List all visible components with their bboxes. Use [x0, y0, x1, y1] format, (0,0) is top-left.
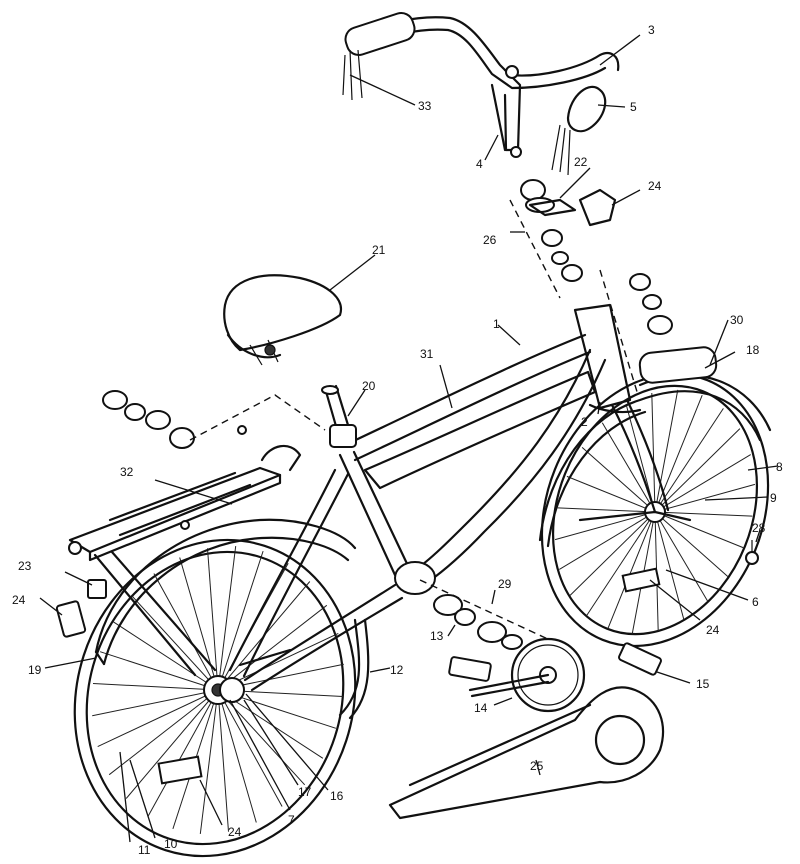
callout-18: 18: [746, 343, 760, 357]
front-reflector-plate: [578, 188, 617, 227]
rear-wheel-spoke: [217, 550, 264, 691]
front-wheel-spoke: [654, 511, 709, 602]
bicycle-frame: [228, 303, 692, 692]
rear-wheel-spoke: [217, 689, 229, 832]
callout-29: 29: [498, 577, 512, 591]
rear-fender: [94, 518, 357, 666]
callout-15: 15: [696, 677, 710, 691]
front-wheel-spoke: [654, 428, 741, 513]
front-wheel-spoke: [586, 511, 656, 616]
callout-8: 8: [776, 460, 783, 474]
handlebar-accessory: [551, 85, 607, 176]
front-wheel-spoke: [601, 422, 656, 513]
front-wheel-spoke: [557, 507, 656, 513]
callout-14: 14: [474, 701, 488, 715]
pedals: [448, 642, 662, 682]
bottom-bracket-parts: [419, 579, 551, 650]
rear-wheel-spoke: [153, 573, 219, 691]
callout-10: 10: [164, 837, 178, 851]
rear-wheel-spoke: [99, 651, 219, 691]
rear-wheel-spoke: [217, 546, 237, 691]
callout-9: 9: [770, 491, 777, 505]
front-wheel-spoke: [559, 511, 656, 570]
callout-20: 20: [362, 379, 376, 393]
front-wheel-spoke: [607, 511, 656, 629]
callout-6: 6: [752, 595, 759, 609]
handlebar-stem: [490, 65, 522, 158]
callout-4: 4: [476, 157, 483, 171]
callout-24-right: 24: [706, 623, 720, 637]
callout-11: 11: [138, 843, 151, 857]
callout-25: 25: [530, 759, 544, 773]
callout-23: 23: [18, 559, 32, 573]
rear-wheel-spoke: [179, 557, 219, 691]
callout-22: 22: [574, 155, 588, 169]
fork-bearing-parts: [599, 269, 673, 396]
callout-30: 30: [730, 313, 744, 327]
rear-wheel-spoke: [112, 621, 219, 691]
chainring-crank: [468, 637, 586, 713]
callout-labels: 33 3 5 4 22 24 26 21 1 30 18 31 20 2 8 9…: [12, 23, 783, 857]
callout-16: 16: [330, 789, 344, 803]
callout-31: 31: [420, 347, 434, 361]
front-wheel-spoke: [654, 511, 729, 577]
rear-wheel-spoke: [217, 689, 283, 807]
callout-12: 12: [390, 663, 404, 677]
kickstand: [338, 618, 370, 720]
rear-wheel-spoke: [130, 594, 219, 691]
front-wheel-spoke: [654, 511, 685, 620]
callout-3: 3: [648, 23, 655, 37]
front-wheel-spoke: [654, 389, 679, 513]
callout-24-bottom: 24: [228, 825, 242, 839]
front-wheel-spoke: [654, 511, 744, 549]
front-wheel-spoke: [654, 511, 753, 517]
handlebar: [342, 11, 620, 101]
front-wheel-spoke: [651, 392, 656, 513]
rear-wheel-spoke: [125, 689, 219, 799]
rear-sprocket: [219, 648, 292, 703]
rear-wheel-spoke: [147, 689, 219, 818]
rear-wheel-spoke: [97, 689, 219, 748]
front-wheel: [540, 372, 770, 648]
front-wheel-spoke: [654, 408, 724, 513]
front-wheel-spoke: [569, 511, 656, 596]
rear-rack: [68, 444, 302, 677]
callout-5: 5: [630, 100, 637, 114]
callout-33: 33: [418, 99, 432, 113]
rear-wheel-spoke: [92, 689, 219, 717]
rear-wheel-spoke: [108, 689, 219, 776]
rear-wheel-spoke: [217, 604, 328, 691]
callout-17: 17: [298, 785, 312, 799]
callout-32: 32: [120, 465, 134, 479]
rear-wheel-spoke: [217, 689, 257, 823]
callout-26: 26: [483, 233, 497, 247]
callout-13: 13: [430, 629, 444, 643]
callout-28: 28: [752, 521, 766, 535]
rear-wheel-spoke: [92, 683, 219, 691]
callout-24-left: 24: [12, 593, 26, 607]
callout-19: 19: [28, 663, 42, 677]
front-fender: [538, 346, 772, 548]
reflectors: [55, 540, 759, 638]
callout-24-top: 24: [648, 179, 662, 193]
front-wheel-spoke: [654, 483, 756, 513]
rear-wheel: [73, 538, 357, 858]
callout-2: 2: [581, 415, 588, 429]
callout-21: 21: [372, 243, 386, 257]
rear-wheel-spoke: [207, 548, 219, 691]
leader-lines: [39, 34, 779, 843]
chain-guard: [388, 686, 665, 820]
front-wheel-spoke: [554, 511, 656, 541]
rear-wheel-spoke: [199, 689, 219, 834]
seat-hardware: [102, 390, 326, 449]
saddle: [223, 274, 343, 366]
front-wheel-spoke: [581, 447, 656, 513]
headset-parts: [509, 179, 583, 299]
front-wheel-spoke: [654, 395, 703, 513]
callout-1: 1: [493, 317, 500, 331]
front-wheel-spoke: [566, 475, 656, 513]
callout-7: 7: [288, 813, 295, 827]
front-wheel-spoke: [654, 454, 751, 513]
